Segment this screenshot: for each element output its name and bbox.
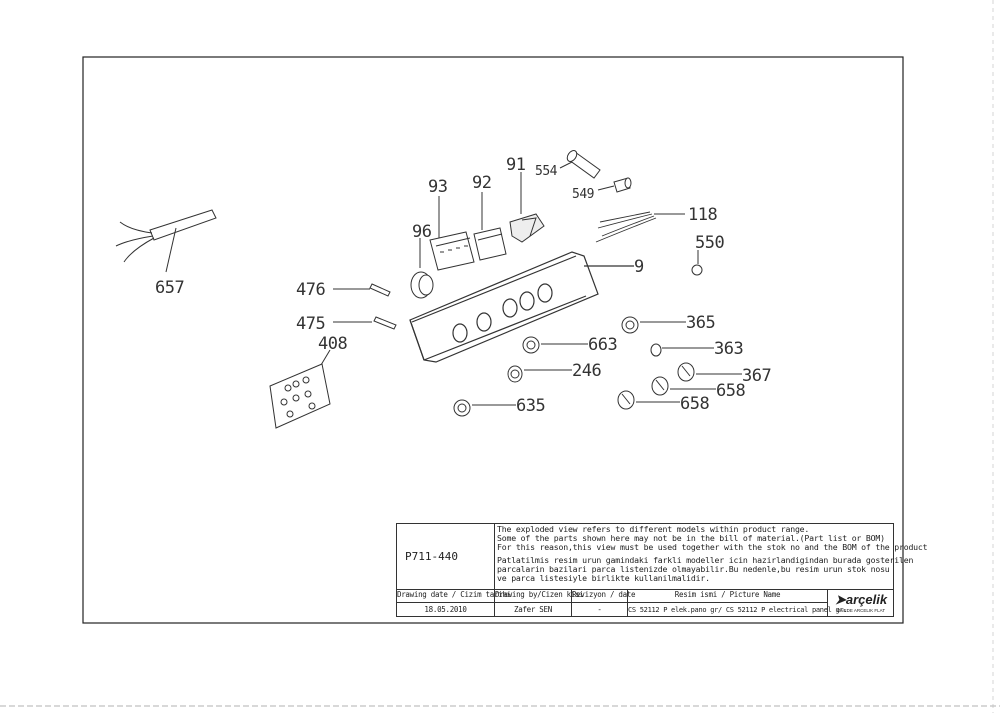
part-cable-657 [115,209,217,273]
part-terminal-93 [429,196,475,271]
part-board-408 [269,349,331,429]
part-ring-246 [507,365,572,383]
drawn-by-header: Drawing by/Cizen kisi [495,590,584,603]
part-554-549 [559,150,632,193]
part-knob-367 [677,362,742,382]
label-93: 93 [428,177,447,197]
brand-mark-icon: ➤ [834,592,846,607]
part-ring-96 [410,238,434,299]
part-knob-658-a [651,376,716,396]
part-spring-363 [650,343,714,357]
note-line-1: The exploded view refers to different mo… [497,524,810,534]
brand-cell: ➤arçelik ONEDE ARCELIK FLAT [828,590,894,617]
note-line-2: Some of the parts shown here may not be … [497,533,885,544]
label-363: 363 [714,339,743,359]
drawing-code-cell: P711-440 [397,524,495,590]
label-550: 550 [695,233,724,253]
part-screws-476-475 [333,283,397,330]
label-408: 408 [318,334,347,354]
part-nut-550 [691,250,703,276]
part-cable-118 [595,211,685,243]
drawn-by-value: Zafer SEN [495,603,572,617]
note-line-5: parcalarin bazilari parca listenizde olm… [497,563,890,574]
part-connector-91 [509,172,545,243]
note-line-6: ve parca listesiyle birlikte kullanilmal… [497,573,710,584]
part-panel-9 [409,251,634,363]
label-246: 246 [572,361,601,381]
label-549: 549 [572,187,594,202]
notes-cell: The exploded view refers to different mo… [495,524,928,590]
note-line-3: For this reason,this view must be used t… [497,542,928,553]
note-line-4: Patlatilmis resim urun gamindaki farkli … [497,554,914,565]
part-ring-365 [621,316,686,334]
label-554: 554 [535,164,558,179]
part-ring-663 [522,336,588,354]
label-658-b: 658 [680,394,709,414]
revision-value: - [572,603,628,617]
label-658-a: 658 [716,381,745,401]
label-92: 92 [472,173,491,193]
part-terminal-92 [473,192,507,261]
picture-name-header: Resim ismi / Picture Name [628,590,828,603]
label-657: 657 [155,278,184,298]
label-365: 365 [686,313,715,333]
label-635: 635 [516,396,545,416]
label-96: 96 [412,222,432,242]
label-91: 91 [506,155,526,175]
label-367: 367 [742,366,771,386]
drawing-frame [82,56,904,624]
label-9: 9 [634,257,644,277]
brand-logo: ➤arçelik [828,592,894,608]
label-118: 118 [688,205,717,225]
drawing-date-header: Drawing date / Cizim tarihi [397,590,511,603]
label-663: 663 [588,335,617,355]
brand-name: arçelik [845,592,888,607]
revision-header: Revizyon / date [572,590,636,603]
picture-name-value: CS 52112 P elek.pano gr/ CS 52112 P elec… [628,603,848,617]
title-block: P711-440 The exploded view refers to dif… [396,523,928,617]
brand-subtitle: ONEDE ARCELIK FLAT [836,608,886,613]
label-475: 475 [296,314,325,334]
label-476: 476 [296,280,325,300]
drawing-code: P711-440 [405,550,458,563]
part-ring-635 [453,399,516,417]
drawing-date-value: 18.05.2010 [397,603,495,617]
part-knob-658-b [617,390,680,410]
